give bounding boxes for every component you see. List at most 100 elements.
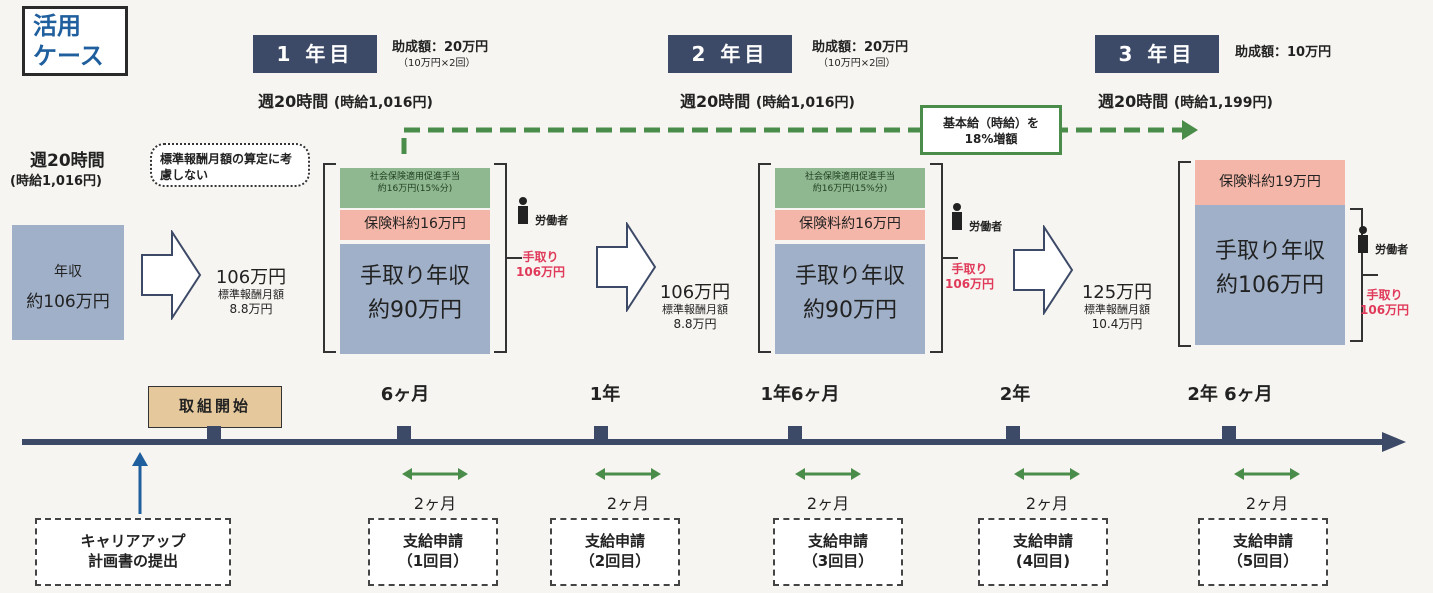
takehome-2-line2: 106万円 [945, 277, 995, 291]
stack-2-allowance-label: 社会保険適用促進手当 [804, 172, 895, 182]
timeline-tick-1y6m [788, 426, 802, 440]
application-3: 支給申請 （3回目） [773, 518, 903, 586]
stack-3-left-bracket [1178, 161, 1191, 347]
stack-2-takehome: 手取り年収 約90万円 [775, 244, 925, 354]
milestone-6m: 6ヶ月 [380, 384, 430, 405]
interval-label-1: 2ヶ月 [413, 494, 457, 513]
year-2-grant: 助成額：20万円 （10万円×2回） [812, 40, 908, 72]
stack-3-takehome-label: 手取り年収 [1214, 239, 1325, 264]
takehome-1: 手取り 106万円 [516, 250, 565, 280]
year-2-grant-amount: 助成額：20万円 [812, 40, 909, 55]
interval-arrow-4 [1014, 468, 1080, 480]
amount-1-label: 標準報酬月額 [218, 288, 284, 301]
takehome-2-line1: 手取り [951, 262, 988, 276]
year-3-header: 3 年目 [1095, 35, 1219, 73]
takehome-3-line1: 手取り [1366, 288, 1403, 302]
milestone-1y6m: 1年6ヶ月 [760, 384, 840, 405]
interval-label-2: 2ヶ月 [606, 494, 650, 513]
application-3-line2: （3回目） [802, 552, 874, 570]
worker-1-label: 労働者 [535, 214, 569, 227]
takehome-1-line1: 手取り [522, 250, 559, 264]
stack-2-left-bracket [758, 163, 771, 353]
milestone-1y: 1年 [589, 384, 621, 405]
worker-3: 労働者 [1356, 225, 1408, 257]
stack-3-right-bracket [1350, 208, 1378, 342]
stack-3-insurance: 保険料約19万円 [1195, 160, 1345, 205]
amount-3-value: 125万円 [1081, 282, 1153, 303]
case-label: 活用 ケース [22, 6, 128, 76]
stack-2-allowance: 社会保険適用促進手当 約16万円(15%分) [775, 168, 925, 208]
salary-increase-arrow [401, 120, 1198, 154]
application-5-line1: 支給申請 [1232, 532, 1293, 550]
application-5-line2: （5回目） [1227, 552, 1299, 570]
takehome-3: 手取り 106万円 [1360, 288, 1409, 318]
amount-3-sub: 10.4万円 [1091, 317, 1143, 331]
year-1-grant-note: （10万円×2回） [398, 58, 476, 69]
stack-1-allowance-note: 約16万円(15%分) [377, 184, 453, 194]
initial-income-block: 年収 約106万円 [12, 225, 124, 340]
transition-arrow-1 [141, 230, 202, 320]
application-2-line1: 支給申請 [584, 532, 645, 550]
year-1-wage: (時給1,016円) [333, 95, 433, 111]
person-icon [1358, 226, 1368, 253]
year-2-hours: 週20時間 (時給1,016円) [680, 88, 855, 112]
stack-2-takehome-value: 約90万円 [803, 298, 897, 323]
stack-1-left-bracket [323, 163, 336, 353]
worker-2-label: 労働者 [969, 220, 1003, 233]
stack-3-takehome: 手取り年収 約106万円 [1195, 205, 1345, 345]
worker-2: 労働者 [950, 202, 1002, 234]
career-plan-line1: キャリアアップ [80, 532, 186, 550]
year-1-weekly: 週20時間 [258, 92, 329, 111]
application-1-line1: 支給申請 [402, 532, 463, 550]
timeline-tick-start [207, 426, 221, 440]
initial-hours: 週20時間 [30, 151, 105, 171]
stack-1-allowance-label: 社会保険適用促進手当 [369, 172, 460, 182]
interval-arrow-2 [595, 468, 661, 480]
year-3-grant: 助成額：10万円 [1235, 45, 1331, 61]
takehome-3-line2: 106万円 [1360, 303, 1410, 317]
stack-1-takehome: 手取り年収 約90万円 [340, 244, 490, 354]
initial-wage: (時給1,016円) [10, 174, 103, 189]
takehome-2: 手取り 106万円 [945, 262, 994, 292]
amount-2-sub: 8.8万円 [673, 317, 717, 331]
amount-1-sub: 8.8万円 [229, 302, 273, 316]
year-2-weekly: 週20時間 [680, 92, 751, 111]
year-2-header: 2 年目 [668, 35, 792, 73]
basic-pay-note: 基本給（時給）を 18%増額 [920, 105, 1062, 155]
interval-label-3: 2ヶ月 [806, 494, 850, 513]
milestone-2y6m: 2年 6ヶ月 [1187, 384, 1273, 405]
stack-2-right-bracket [930, 163, 958, 353]
year-2-wage: (時給1,016円) [755, 95, 855, 111]
year-1-grant-amount: 助成額：20万円 [392, 40, 489, 55]
worker-3-label: 労働者 [1375, 243, 1409, 256]
stack-1-takehome-label: 手取り年収 [359, 264, 470, 289]
amount-2-value: 106万円 [659, 282, 731, 303]
amount-3-label: 標準報酬月額 [1084, 303, 1150, 316]
interval-label-5: 2ヶ月 [1245, 494, 1289, 513]
start-label: 取組開始 [148, 386, 282, 428]
year-3-grant-amount: 助成額：10万円 [1235, 45, 1332, 60]
timeline-tick-2y [1006, 426, 1020, 440]
application-2-line2: （2回目） [579, 552, 651, 570]
timeline-tick-1y [594, 426, 608, 440]
career-plan-box: キャリアアップ 計画書の提出 [35, 518, 231, 586]
application-4-line1: 支給申請 [1012, 532, 1073, 550]
stack-3-takehome-value: 約106万円 [1216, 273, 1324, 298]
stack-1-insurance: 保険料約16万円 [340, 210, 490, 240]
year-1-hours: 週20時間 (時給1,016円) [258, 88, 433, 112]
timeline-tick-6m [397, 426, 411, 440]
application-4-line2: (4回目) [1015, 552, 1071, 570]
amount-3: 125万円 標準報酬月額 10.4万円 [1062, 282, 1172, 332]
application-4: 支給申請 (4回目) [978, 518, 1108, 586]
career-plan-arrow [132, 452, 148, 514]
interval-arrow-5 [1234, 468, 1300, 480]
career-plan-line2: 計画書の提出 [87, 552, 178, 570]
case-label-line1: 活用 [33, 12, 81, 40]
basic-pay-line1: 基本給（時給）を [942, 116, 1039, 130]
worker-1: 労働者 [516, 196, 568, 228]
case-label-line2: ケース [33, 42, 104, 70]
initial-income-value: 約106万円 [26, 292, 110, 312]
application-1: 支給申請 （1回目） [368, 518, 498, 586]
person-icon [952, 203, 962, 230]
